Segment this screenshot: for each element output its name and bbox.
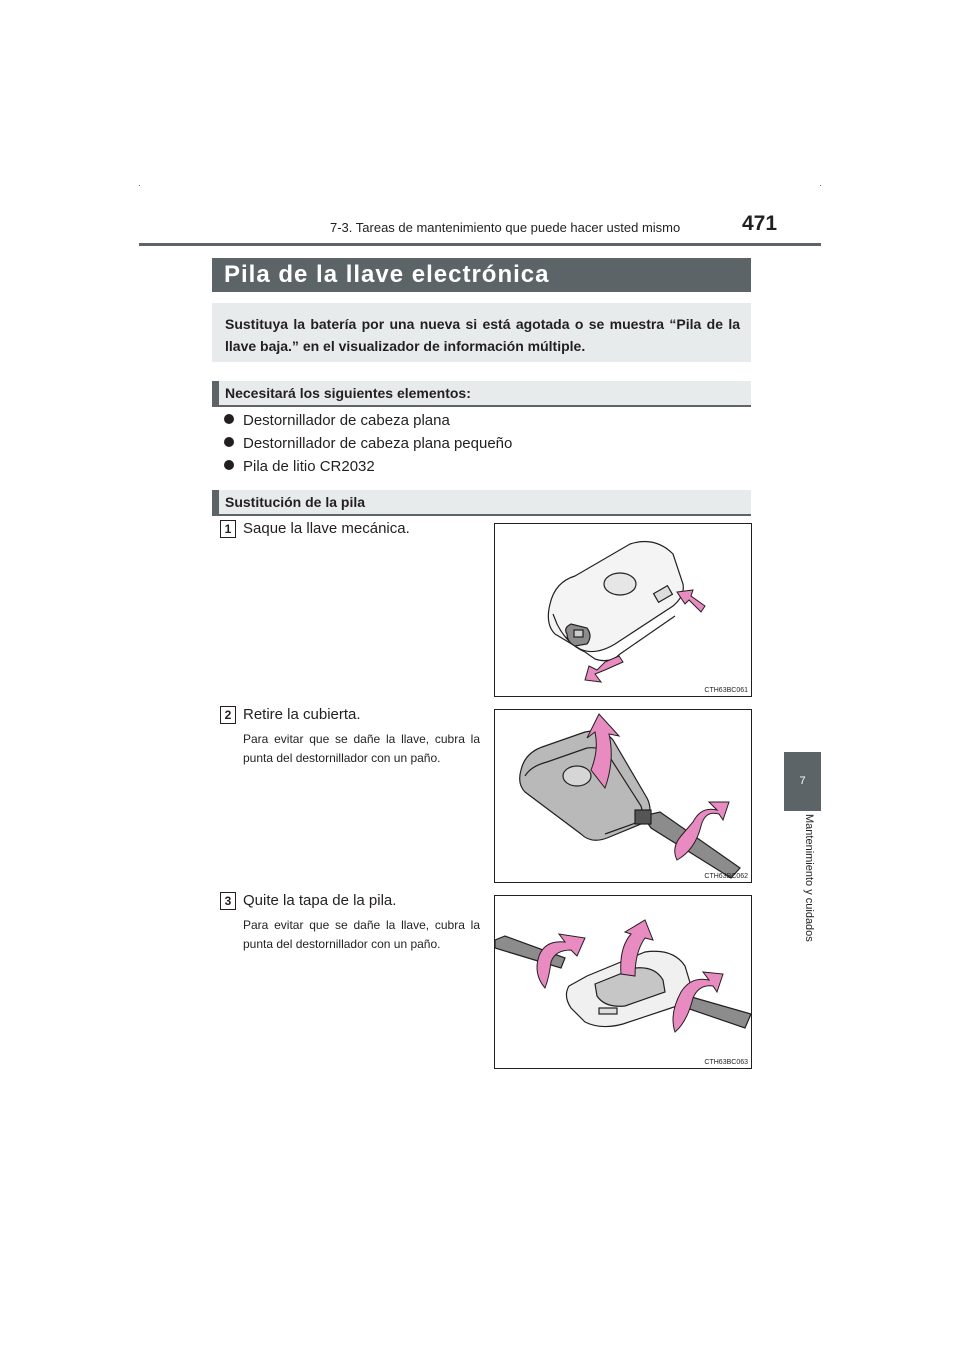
list-item-text: Pila de litio CR2032	[243, 458, 375, 475]
crop-mark	[139, 185, 140, 186]
lift-arrow-icon	[586, 713, 621, 790]
required-items-heading: Necesitará los siguientes elementos:	[212, 381, 751, 407]
lift-arrow-icon	[620, 919, 654, 977]
figure-code: CTH63BC063	[704, 1059, 748, 1066]
list-item: Destornillador de cabeza plana pequeño	[224, 435, 512, 452]
list-item-text: Destornillador de cabeza plana	[243, 412, 450, 429]
step-number: 3	[220, 892, 236, 910]
heading-marker	[212, 490, 219, 516]
section-heading: 7-3. Tareas de mantenimiento que puede h…	[330, 220, 681, 235]
heading-text: Necesitará los siguientes elementos:	[225, 385, 471, 401]
header-divider	[139, 243, 821, 246]
heading-marker	[212, 381, 219, 407]
key-fob-illustration	[547, 541, 706, 683]
push-arrow-icon	[676, 589, 706, 613]
step-text: Quite la tapa de la pila.	[243, 892, 397, 909]
list-item-text: Destornillador de cabeza plana pequeño	[243, 435, 513, 452]
step-text: Retire la cubierta.	[243, 706, 361, 723]
step-note: Para evitar que se dañe la llave, cubra …	[243, 732, 480, 765]
page-title: Pila de la llave electrónica	[224, 261, 550, 288]
key-cover-illustration	[519, 713, 741, 879]
step-number: 2	[220, 706, 236, 724]
list-item: Destornillador de cabeza plana	[224, 412, 450, 429]
bullet-icon	[224, 437, 234, 447]
bullet-icon	[224, 414, 234, 424]
title-bar: Pila de la llave electrónica	[212, 258, 751, 292]
figure-remove-cover: CTH63BC062	[494, 709, 752, 883]
intro-text: Sustituya la batería por una nueva si es…	[225, 316, 740, 354]
pull-arrow-icon	[584, 655, 624, 683]
list-item: Pila de litio CR2032	[224, 458, 375, 475]
figure-code: CTH63BC062	[704, 873, 748, 880]
rotate-left-arrow-icon	[536, 933, 586, 989]
replacement-heading: Sustitución de la pila	[212, 490, 751, 516]
step-note: Para evitar que se dañe la llave, cubra …	[243, 918, 480, 951]
battery-cover-illustration	[495, 919, 751, 1033]
crop-mark	[820, 185, 821, 186]
chapter-tab: 7	[784, 752, 821, 811]
intro-box: Sustituya la batería por una nueva si es…	[212, 303, 751, 362]
heading-text: Sustitución de la pila	[225, 494, 366, 510]
rotate-right-arrow-icon	[672, 971, 724, 1033]
chapter-label: Mantenimiento y cuidados	[803, 814, 815, 942]
rotate-arrow-icon	[674, 801, 730, 861]
figure-code: CTH63BC061	[704, 687, 748, 694]
figure-remove-mechanical-key: CTH63BC061	[494, 523, 752, 697]
figure-remove-battery-cover: CTH63BC063	[494, 895, 752, 1069]
bullet-icon	[224, 460, 234, 470]
page-number: 471	[742, 212, 778, 235]
step-text: Saque la llave mecánica.	[243, 520, 410, 537]
step-number: 1	[220, 520, 236, 538]
